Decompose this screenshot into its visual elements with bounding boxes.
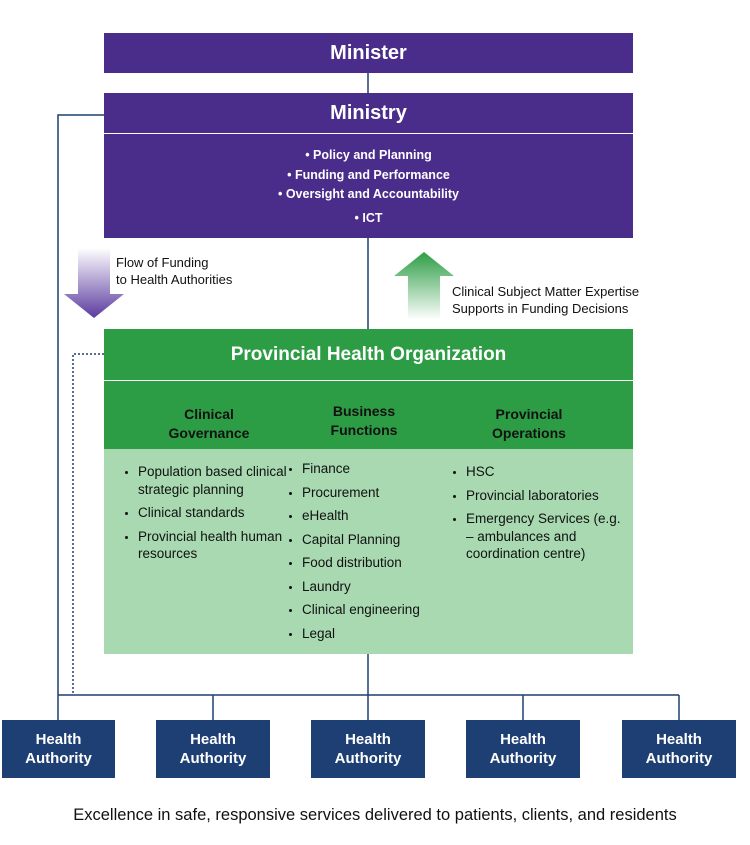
list-item: HSC <box>466 463 625 481</box>
list-item: Capital Planning <box>302 531 451 549</box>
clinical-expertise-note: Clinical Subject Matter Expertise Suppor… <box>452 284 640 316</box>
provincial-operations-list: HSC Provincial laboratories Emergency Se… <box>450 463 625 569</box>
list-item: Finance <box>302 460 451 478</box>
list-item: Laundry <box>302 578 451 596</box>
ministry-health-authority-connector <box>57 114 104 695</box>
list-item: Provincial health human resources <box>138 528 287 563</box>
list-item: Clinical standards <box>138 504 287 522</box>
pho-health-authority-dotted-connector <box>72 353 104 695</box>
funding-flow-arrow-icon <box>64 248 124 318</box>
ministry-item: • ICT <box>354 210 383 225</box>
list-item: Population based clinical strategic plan… <box>138 463 287 498</box>
ministry-title: Ministry <box>104 93 633 134</box>
list-item: Food distribution <box>302 554 451 572</box>
list-item: Emergency Services (e.g. – ambulances an… <box>466 510 625 563</box>
ministry-item: • Oversight and Accountability <box>277 187 460 201</box>
list-item: Legal <box>302 625 451 643</box>
footer-tagline: Excellence in safe, responsive services … <box>73 806 677 824</box>
ministry-box: Ministry • Policy and Planning • Funding… <box>104 93 633 238</box>
clinical-governance-list: Population based clinical strategic plan… <box>122 463 287 569</box>
pho-title: Provincial Health Organization <box>104 329 633 381</box>
funding-flow-note: Flow of Funding to Health Authorities <box>116 255 233 287</box>
list-item: Procurement <box>302 484 451 502</box>
clinical-expertise-arrow-icon <box>394 252 454 320</box>
list-item: Provincial laboratories <box>466 487 625 505</box>
minister-box: Minister <box>104 33 633 73</box>
ministry-list: • Policy and Planning • Funding and Perf… <box>104 134 633 228</box>
list-item: Clinical engineering <box>302 601 451 619</box>
pho-column-bodies: Population based clinical strategic plan… <box>104 449 633 654</box>
list-item: eHealth <box>302 507 451 525</box>
business-functions-list: Finance Procurement eHealth Capital Plan… <box>286 460 451 648</box>
ministry-item: • Policy and Planning <box>305 148 432 162</box>
ministry-item: • Funding and Performance <box>287 167 450 182</box>
minister-title: Minister <box>330 41 407 64</box>
